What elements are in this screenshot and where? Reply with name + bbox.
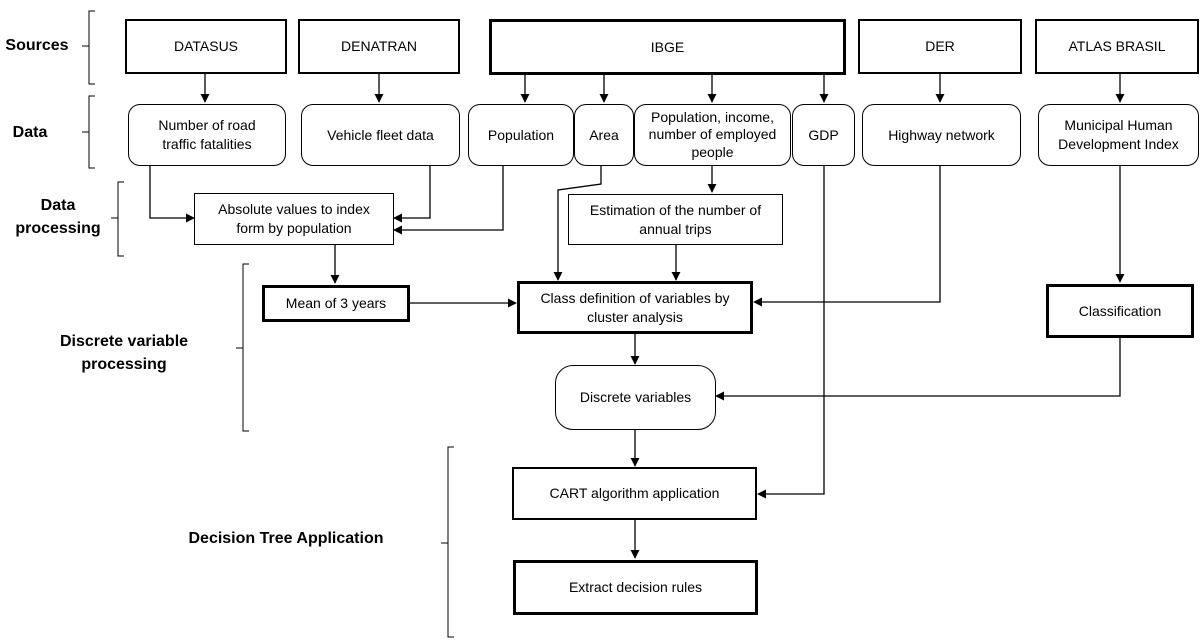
arrow-gdp-to-cart [757,166,825,499]
process-cluster-analysis: Class definition of variables by cluster… [517,281,753,334]
data-vehicle-fleet: Vehicle fleet data [301,104,460,166]
source-der: DER [858,19,1022,74]
arrow-area-to-cluster [553,166,602,281]
stage-label-discrete-variable-processing: Discrete variable processing [59,333,189,374]
data-gdp: GDP [792,104,855,166]
source-denatran: DENATRAN [298,19,460,74]
data-population-income-employed: Population, income, number of employed p… [634,104,791,166]
process-classification: Classification [1046,284,1194,338]
data-population: Population [468,104,574,166]
brace-data [82,95,95,169]
process-discrete-variables: Discrete variables [555,365,716,430]
process-extract-decision-rules: Extract decision rules [513,560,758,615]
brace-discrete [236,263,249,432]
brace-data-processing [111,181,124,257]
stage-label-data: Data [12,124,48,141]
source-datasus: DATASUS [125,19,287,74]
process-index-by-population: Absolute values to index form by populat… [194,193,394,245]
stage-label-data-processing: Data processing [15,197,101,238]
arrow-highway-to-cluster [753,166,941,307]
data-municipal-hdi: Municipal Human Development Index [1038,104,1199,166]
arrow-fleet-to-index [393,166,431,223]
process-estimate-annual-trips: Estimation of the number of annual trips [568,194,783,245]
stage-label-decision-tree-application: Decision Tree Application [188,530,384,547]
process-cart-algorithm: CART algorithm application [512,467,757,520]
data-area: Area [574,104,634,166]
source-ibge: IBGE [489,19,846,75]
arrow-classification-to-discrete [715,338,1121,401]
process-mean-of-3-years: Mean of 3 years [262,285,410,322]
arrow-fatalities-to-index [149,166,195,223]
brace-sources [82,10,95,85]
brace-decision-tree [441,446,454,638]
stage-label-sources: Sources [5,37,69,54]
source-atlas-brasil: ATLAS BRASIL [1035,19,1199,74]
data-highway-network: Highway network [862,104,1021,166]
arrow-population-to-index [393,166,504,235]
data-road-traffic-fatalities: Number of road traffic fatalities [128,104,286,166]
